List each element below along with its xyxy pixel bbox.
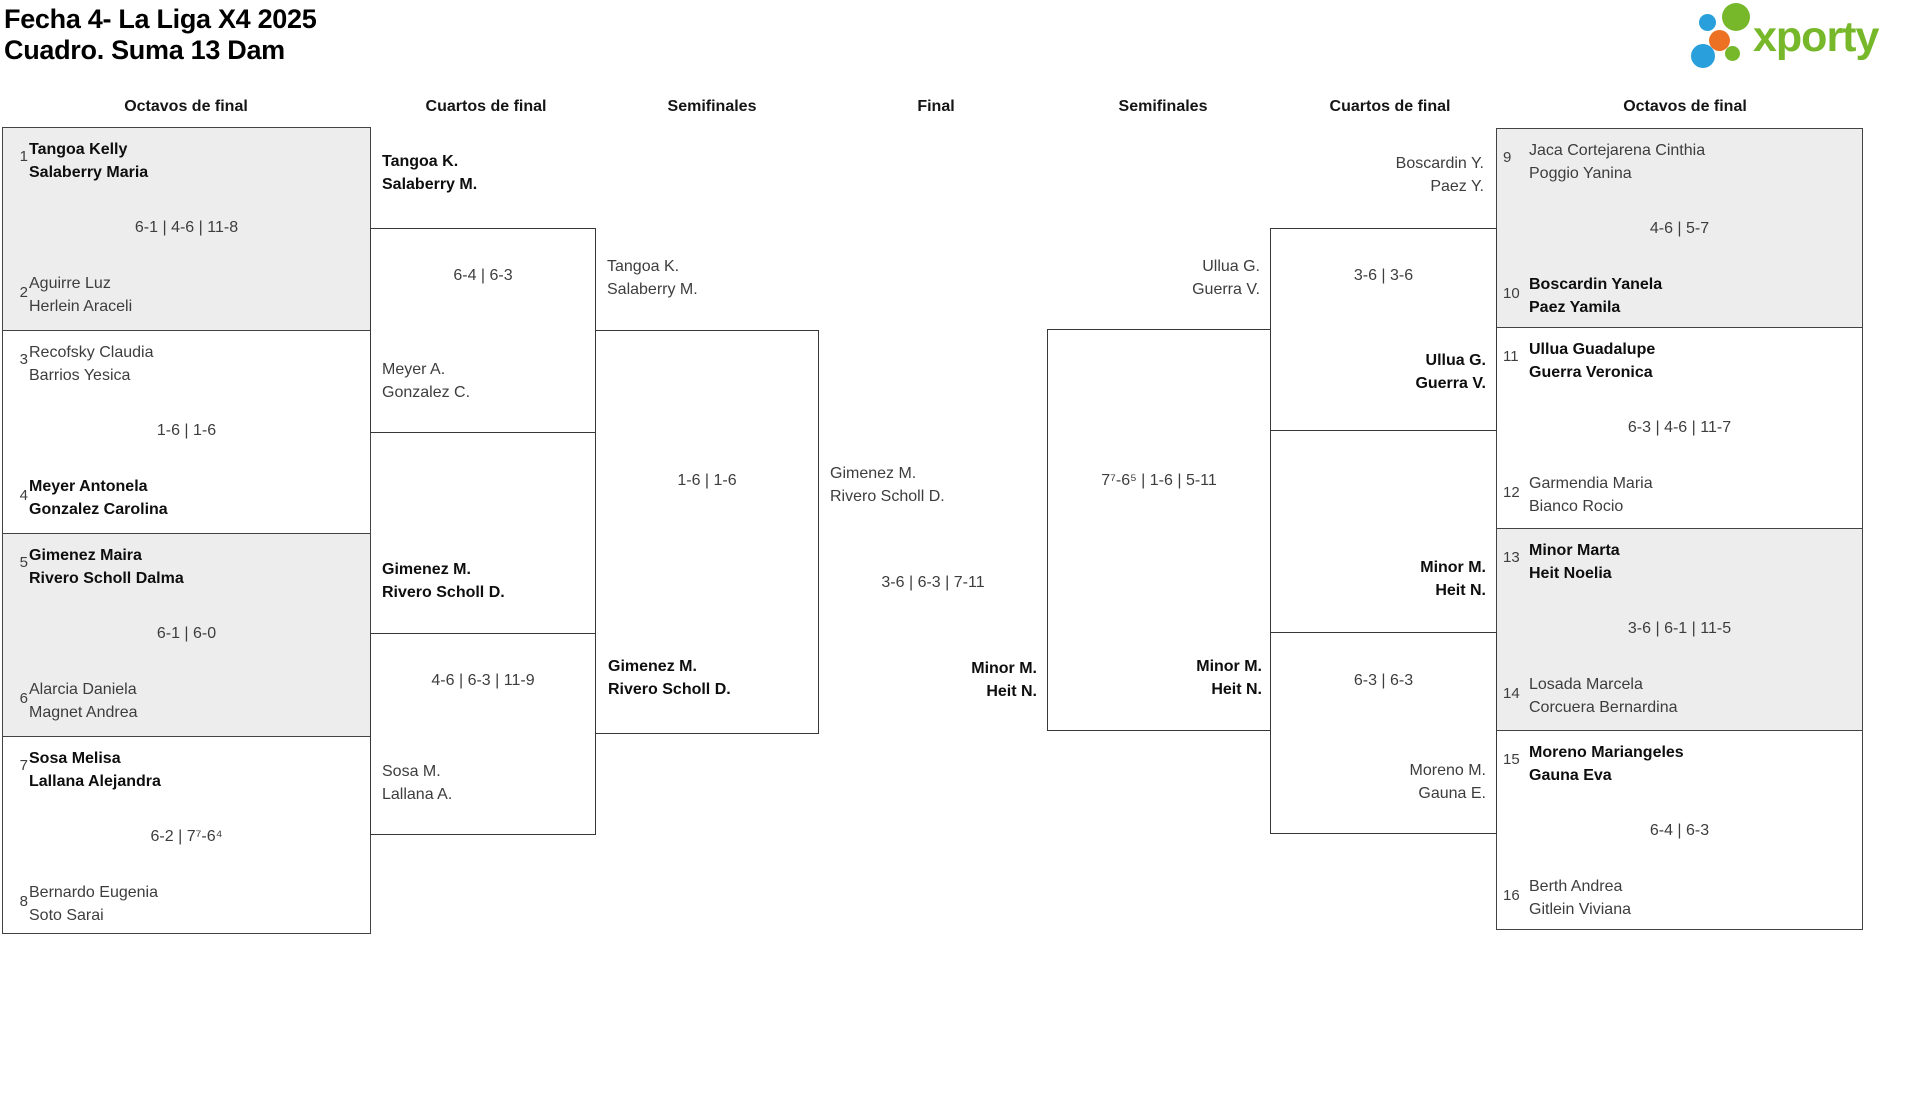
advancing-team: Minor M.Heit N. xyxy=(1196,658,1262,698)
sf-box-right xyxy=(1047,329,1271,731)
sf-box-left xyxy=(595,330,819,734)
seed-number: 8 xyxy=(19,893,28,910)
advancing-team: Tangoa K.Salaberry M. xyxy=(382,153,478,193)
match-score: 3-6 | 3-6 xyxy=(1353,267,1414,284)
seed-number: 12 xyxy=(1503,484,1520,501)
advancing-team: Moreno M.Gauna E. xyxy=(1409,762,1486,802)
seed-number: 4 xyxy=(19,487,28,504)
qf-box-right-bottom xyxy=(1270,632,1497,834)
logo-text: xporty xyxy=(1753,13,1879,61)
match-score: 6-2 | 7⁷-6⁴ xyxy=(150,828,223,845)
seed-number: 13 xyxy=(1503,549,1520,566)
final-score: 3-6 | 6-3 | 7-11 xyxy=(881,574,985,591)
round-header-r16-left: Octavos de final xyxy=(124,98,248,115)
seed-number: 15 xyxy=(1503,751,1520,768)
round-header-sf-right: Semifinales xyxy=(1118,98,1208,115)
match-score: 6-3 | 6-3 xyxy=(1353,672,1414,689)
advancing-team: Minor M.Heit N. xyxy=(1420,559,1486,599)
advancing-team: Boscardin Y.Paez Y. xyxy=(1395,155,1484,195)
round-header-qf-right: Cuartos de final xyxy=(1329,98,1451,115)
round-header-r16-right: Octavos de final xyxy=(1623,98,1747,115)
seed-number: 5 xyxy=(19,554,28,571)
advancing-team: Ullua G.Guerra V. xyxy=(1192,258,1260,298)
seed-number: 7 xyxy=(19,757,28,774)
seed-number: 3 xyxy=(19,351,28,368)
match-score: 4-6 | 6-3 | 11-9 xyxy=(431,672,535,689)
round-header-sf-left: Semifinales xyxy=(667,98,757,115)
logo-dot-blue-small-icon xyxy=(1699,14,1716,31)
advancing-team: Meyer A.Gonzalez C. xyxy=(382,361,471,401)
logo-dot-blue-large-icon xyxy=(1691,44,1715,68)
match-score: 4-6 | 5-7 xyxy=(1649,220,1710,237)
match-score: 6-4 | 6-3 xyxy=(1649,822,1710,839)
logo-dot-green-small-icon xyxy=(1725,46,1740,61)
advancing-team: Sosa M.Lallana A. xyxy=(382,763,453,803)
final-team-left: Gimenez M.Rivero Scholl D. xyxy=(830,465,945,505)
seed-number: 11 xyxy=(1503,348,1519,365)
advancing-team: Ullua G.Guerra V. xyxy=(1415,352,1486,392)
match-score: 1-6 | 1-6 xyxy=(677,472,737,489)
logo-dot-green-large-icon xyxy=(1722,3,1750,31)
match-score: 6-1 | 4-6 | 11-8 xyxy=(134,219,239,236)
seed-number: 14 xyxy=(1503,685,1520,702)
match-score: 6-4 | 6-3 xyxy=(453,267,513,284)
round-header-qf-left: Cuartos de final xyxy=(425,98,547,115)
advancing-team: Tangoa K.Salaberry M. xyxy=(607,258,698,298)
match-score: 6-1 | 6-0 xyxy=(156,625,217,642)
page-title-line2: Cuadro. Suma 13 Dam xyxy=(4,35,285,65)
seed-number: 16 xyxy=(1503,887,1520,904)
advancing-team: Gimenez M.Rivero Scholl D. xyxy=(382,561,505,601)
seed-number: 1 xyxy=(19,148,28,165)
page-title-line1: Fecha 4- La Liga X4 2025 xyxy=(4,4,317,34)
seed-number: 6 xyxy=(19,690,28,707)
logo-dot-orange-icon xyxy=(1709,30,1730,51)
advancing-team: Gimenez M.Rivero Scholl D. xyxy=(608,658,731,698)
match-score: 7⁷-6⁵ | 1-6 | 5-11 xyxy=(1101,472,1217,489)
match-score: 1-6 | 1-6 xyxy=(156,422,217,439)
match-score: 3-6 | 6-1 | 11-5 xyxy=(1627,620,1732,637)
round-header-final: Final xyxy=(917,98,955,115)
match-score: 6-3 | 4-6 | 11-7 xyxy=(1627,419,1732,436)
qf-box-left-bottom xyxy=(370,633,596,835)
page-title: Fecha 4- La Liga X4 2025 Cuadro. Suma 13… xyxy=(4,4,317,66)
final-team-right: Minor M.Heit N. xyxy=(971,660,1037,700)
qf-box-right-top xyxy=(1270,228,1497,431)
seed-number: 2 xyxy=(19,284,28,301)
seed-number: 9 xyxy=(1503,149,1512,166)
seed-number: 10 xyxy=(1503,285,1520,302)
